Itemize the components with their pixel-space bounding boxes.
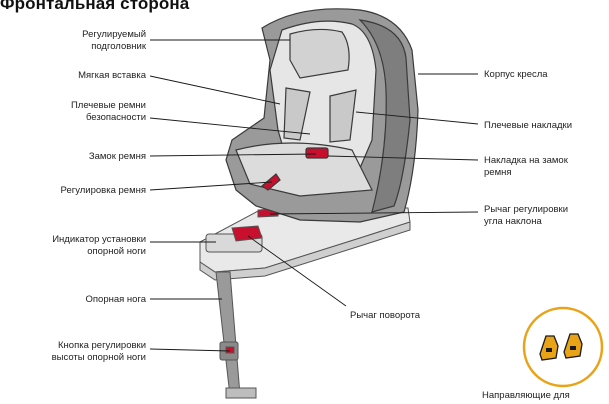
label-recline-lever: Рычаг регулировки угла наклона: [484, 204, 568, 228]
label-shoulder-belts: Плечевые ремни безопасности: [71, 100, 146, 124]
label-belt-adjust: Регулировка ремня: [61, 185, 146, 197]
label-buckle-pad: Накладка на замок ремня: [484, 155, 568, 179]
support-leg: [216, 272, 256, 398]
label-support-leg: Опорная нога: [86, 294, 146, 306]
label-buckle: Замок ремня: [89, 151, 146, 163]
isofix-guides-icon: [522, 306, 604, 388]
label-leg-indicator: Индикатор установки опорной ноги: [52, 234, 146, 258]
label-soft-insert: Мягкая вставка: [78, 70, 146, 82]
label-shell: Корпус кресла: [484, 69, 548, 81]
label-shoulder-pads: Плечевые накладки: [484, 120, 572, 132]
label-guides: Направляющие для: [482, 390, 570, 402]
label-headrest: Регулируемый подголовник: [82, 29, 146, 53]
label-rotate-lever: Рычаг поворота: [350, 310, 420, 322]
label-leg-button: Кнопка регулировки высоты опорной ноги: [52, 340, 146, 364]
